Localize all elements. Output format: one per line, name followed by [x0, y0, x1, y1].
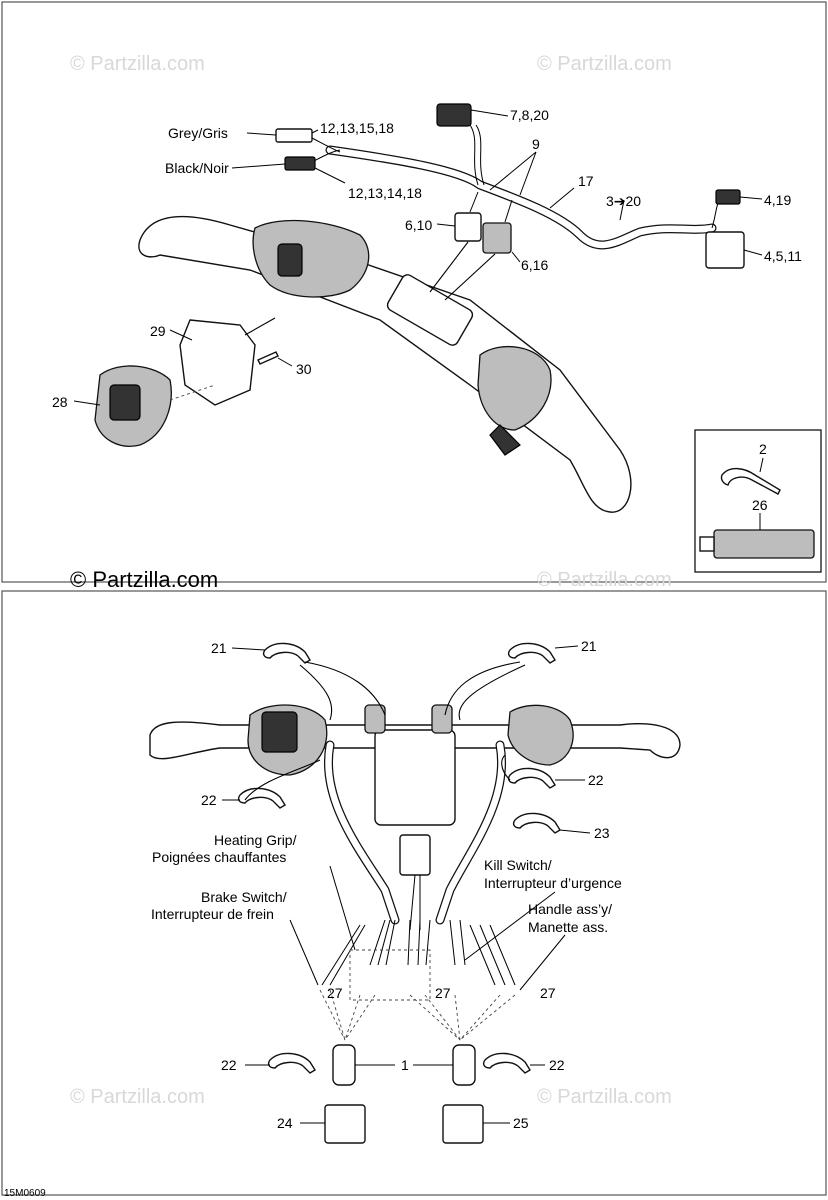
label-1: 1 [401, 1057, 409, 1073]
label-21-left: 21 [211, 640, 227, 656]
cable-tie-22-left-lower [267, 1052, 316, 1074]
watermark-bottom-left: © Partzilla.com [70, 1086, 205, 1108]
splice-sleeve-right [452, 1044, 476, 1086]
bottom-assembly-view [149, 642, 681, 1144]
label-30: 30 [296, 361, 312, 377]
label-27-left: 27 [327, 985, 343, 1001]
label-24: 24 [277, 1115, 293, 1131]
drawing-code: 15M0609 [4, 1188, 46, 1199]
label-17: 17 [578, 173, 594, 189]
label-black-parts: 12,13,14,18 [348, 185, 422, 201]
splice-sleeve-left [332, 1044, 356, 1086]
watermark-mid-right: © Partzilla.com [537, 569, 672, 591]
label-grey-parts: 12,13,15,18 [320, 120, 394, 136]
cover-29 [179, 319, 256, 406]
watermark-top-right: © Partzilla.com [537, 53, 672, 75]
label-2: 2 [759, 441, 767, 457]
label-28: 28 [52, 394, 68, 410]
center-clamp [386, 274, 474, 346]
connector-grey [275, 128, 313, 143]
connector-7-8-20 [436, 103, 472, 127]
cable-tie-23 [512, 812, 561, 834]
harness-junction [399, 834, 431, 876]
label-black: Black/Noir [165, 160, 229, 176]
connector-24 [324, 1104, 366, 1144]
riser-bolt-right [431, 704, 453, 734]
label-26: 26 [752, 497, 768, 513]
watermark-top-left: © Partzilla.com [70, 53, 205, 75]
connector-6-16 [482, 222, 512, 254]
label-kill-switch-en: Kill Switch/ [484, 857, 552, 873]
label-4-5-11: 4,5,11 [764, 248, 802, 264]
cable-tie-21-right [507, 642, 556, 664]
switch-28-buttons [109, 384, 141, 421]
left-switch-housing [252, 219, 370, 298]
label-handle-en: Handle ass’y/ [528, 901, 612, 917]
cable-tie-21-left [262, 642, 311, 664]
label-3-20: 3➔20 [606, 193, 641, 209]
connector-6-10 [454, 212, 482, 242]
connector-4-5-11 [705, 231, 745, 269]
label-27-right: 27 [540, 985, 556, 1001]
label-9: 9 [532, 136, 540, 152]
watermark-main: © Partzilla.com [70, 567, 218, 592]
label-grey: Grey/Gris [168, 125, 228, 141]
cable-tie-2 [720, 467, 781, 495]
label-25: 25 [513, 1115, 529, 1131]
label-6-16: 6,16 [521, 257, 548, 273]
left-switch-buttons-bottom [261, 711, 298, 753]
top-exploded-view [73, 103, 763, 513]
connector-4-19 [715, 189, 741, 205]
label-29: 29 [150, 323, 166, 339]
label-21-right: 21 [581, 638, 597, 654]
top-panel-frame [1, 1, 827, 583]
throttle-lever [489, 424, 521, 456]
riser-block [374, 729, 456, 826]
cable-tie-22-left-upper [237, 787, 286, 809]
label-heating-grip-en: Heating Grip/ [214, 832, 297, 848]
connector-black [284, 156, 316, 171]
label-22-right-upper: 22 [588, 772, 604, 788]
label-23: 23 [594, 825, 610, 841]
bottom-panel-frame [1, 590, 827, 1196]
right-throttle-housing-bottom [507, 704, 574, 766]
tube-26 [713, 529, 815, 559]
label-7-8-20: 7,8,20 [510, 107, 549, 123]
label-brake-switch-fr: Interrupteur de frein [151, 906, 274, 922]
right-throttle-housing [477, 345, 552, 431]
label-4-19: 4,19 [764, 192, 791, 208]
left-switch-buttons [277, 243, 303, 277]
label-handle-fr: Manette ass. [528, 919, 608, 935]
connector-25 [442, 1104, 484, 1144]
dashed-box-heating [349, 949, 431, 1001]
riser-bolt-left [364, 704, 386, 734]
label-22-left-upper: 22 [201, 792, 217, 808]
cable-tie-22-right-lower [482, 1052, 531, 1074]
label-brake-switch-en: Brake Switch/ [201, 889, 287, 905]
tube-26-cap [699, 536, 715, 552]
screw-30 [257, 351, 279, 365]
label-22-right-lower: 22 [549, 1057, 565, 1073]
label-22-left-lower: 22 [221, 1057, 237, 1073]
label-6-10: 6,10 [405, 217, 432, 233]
watermark-bottom-right: © Partzilla.com [537, 1086, 672, 1108]
label-heating-grip-fr: Poignées chauffantes [152, 849, 286, 865]
cable-tie-22-right-upper [507, 767, 556, 789]
label-kill-switch-fr: Interrupteur d’urgence [484, 875, 622, 891]
label-27-mid: 27 [435, 985, 451, 1001]
inset-box: 2 26 [694, 429, 822, 573]
